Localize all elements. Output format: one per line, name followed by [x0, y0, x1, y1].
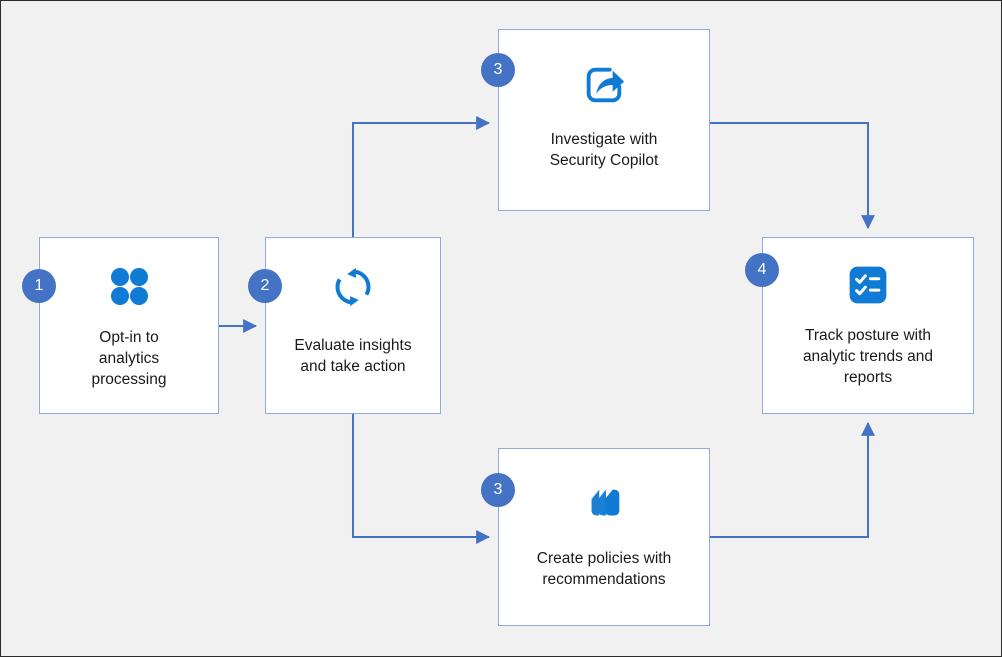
checklist-icon [847, 264, 889, 311]
sync-refresh-icon [330, 264, 376, 315]
share-external-link-icon [581, 62, 627, 113]
connector-evaluate-to-create-policies [352, 414, 491, 544]
node-label: Evaluate insights and take action [294, 337, 412, 375]
four-dots-grid-icon [107, 264, 151, 313]
node-evaluate-insights-and-take-action[interactable]: Evaluate insights and take action [265, 237, 441, 414]
connector-create-policies-to-track [710, 421, 875, 538]
node-create-policies-with-recommendations[interactable]: Create policies with recommendations [498, 448, 710, 626]
node-label: Track posture with analytic trends and r… [802, 327, 934, 386]
node-label: Investigate with Security Copilot [549, 131, 659, 169]
step-badge-2: 2 [248, 269, 282, 303]
step-badge-4: 4 [745, 253, 779, 287]
node-label: Opt-in to analytics processing [91, 329, 167, 388]
node-track-posture-with-analytic-trends-and-reports[interactable]: Track posture with analytic trends and r… [762, 237, 974, 414]
node-investigate-with-security-copilot[interactable]: Investigate with Security Copilot [498, 29, 710, 211]
stacked-layers-icon [581, 481, 627, 532]
step-badge-3-bottom: 3 [481, 473, 515, 507]
node-opt-in-to-analytics-processing[interactable]: Opt-in to analytics processing [39, 237, 219, 414]
connector-evaluate-to-investigate [352, 116, 491, 237]
step-badge-1: 1 [22, 269, 56, 303]
node-label: Create policies with recommendations [536, 550, 672, 588]
connector-investigate-to-track [710, 122, 875, 230]
step-badge-3-top: 3 [481, 53, 515, 87]
